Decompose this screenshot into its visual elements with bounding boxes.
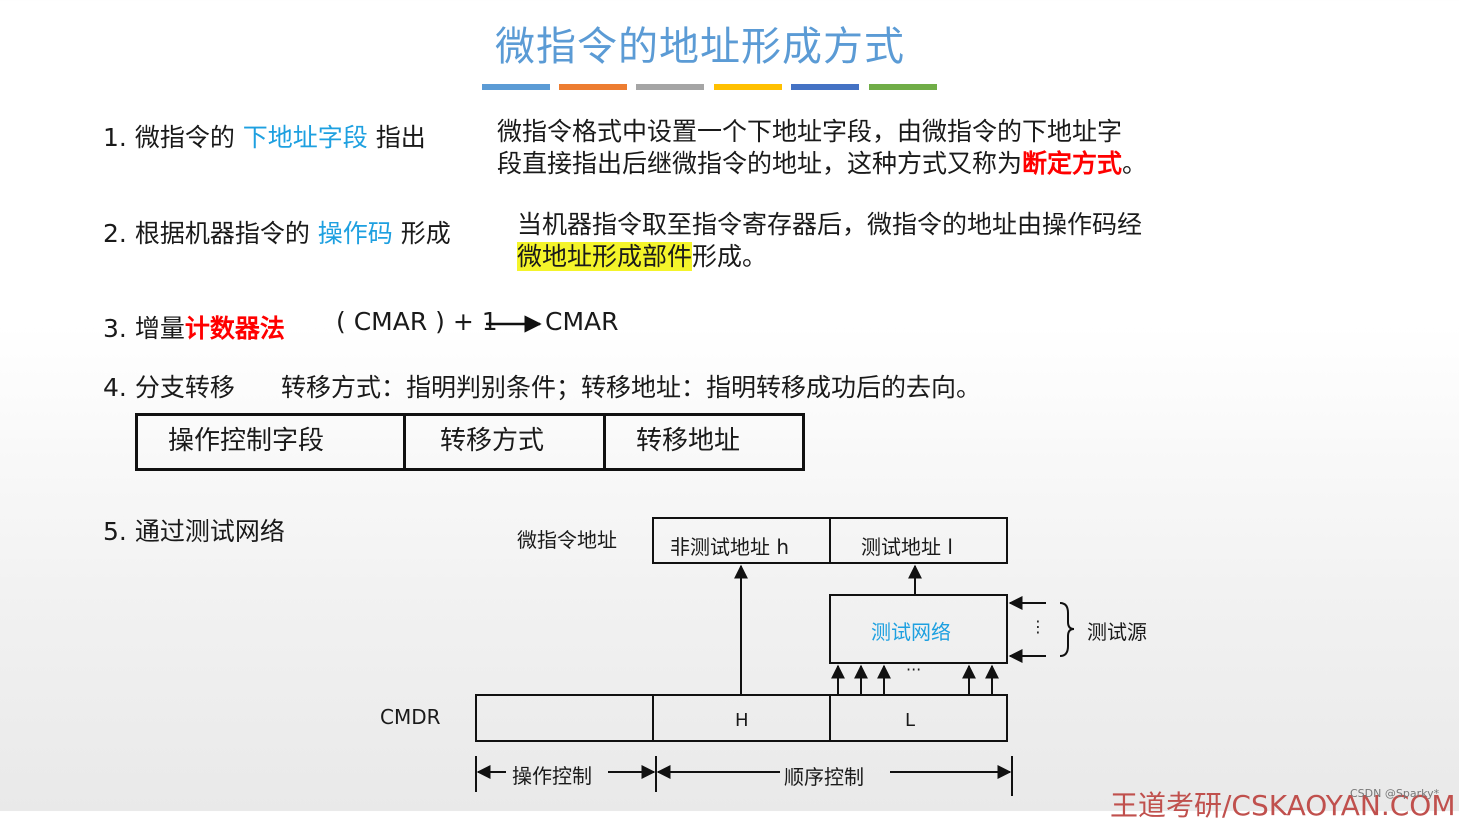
cmdr-h-text: H [735,710,749,731]
color-bar-5 [791,84,859,90]
item-3-formula-left: ( CMAR ) + 1 [336,307,498,336]
color-bar-1 [482,84,550,90]
non-test-addr-text: 非测试地址 h [670,535,790,559]
item-1-desc-line1: 微指令格式中设置一个下地址字段，由微指令的下地址字 [497,117,1123,146]
item-2-keyword: 操作码 [317,219,393,248]
cmdr-l-field: L [829,694,1008,742]
item-4-label: 分支转移 [134,373,235,402]
table-cell-op-control: 操作控制字段 [138,416,406,468]
input-dots: ··· [906,660,922,679]
seq-control-label: 顺序控制 [784,765,864,789]
color-bar-6 [869,84,937,90]
item-2-post: 形成 [400,219,451,248]
item-2-desc-line1: 当机器指令取至指令寄存器后，微指令的地址由操作码经 [517,210,1143,239]
test-network-box: 测试网络 [829,594,1008,664]
cmdr-op-field [475,694,654,742]
item-3-pre: 增量 [134,314,185,343]
test-addr-text: 测试地址 l [861,535,953,559]
item-2-desc-line2: 微地址形成部件形成。 [517,241,1142,273]
item-1-desc-red: 断定方式 [1022,149,1123,178]
watermark: CSDN @Sparky* [1350,787,1440,800]
item-4-heading: 4. 分支转移 [103,368,235,404]
table-cell-branch-mode: 转移方式 [406,416,606,468]
item-1-number: 1. [103,123,127,152]
item-5-heading: 5. 通过测试网络 [103,512,285,548]
item-3-heading: 3. 增量计数器法 [103,309,285,345]
cmdr-h-field: H [652,694,831,742]
item-1-post: 指出 [375,123,426,152]
page-title: 微指令的地址形成方式 [495,24,905,70]
item-2-desc-highlight: 微地址形成部件 [517,242,693,271]
item-1-keyword: 下地址字段 [242,123,368,152]
item-2-number: 2. [103,219,127,248]
table-cell-branch-addr: 转移地址 [636,426,741,456]
item-1-heading: 1. 微指令的 下地址字段 指出 [103,118,426,154]
item-5-number: 5. [103,517,127,546]
item-1-desc: 微指令格式中设置一个下地址字段，由微指令的下地址字 段直接指出后继微指令的地址，… [497,116,1147,180]
test-addr-box: 测试地址 l [829,517,1008,564]
item-3-keyword: 计数器法 [184,314,285,343]
test-source-label: 测试源 [1087,620,1147,644]
item-2-pre: 根据机器指令的 [134,219,310,248]
item-1-desc-end: 。 [1122,149,1148,178]
cmdr-label: CMDR [380,705,441,729]
test-network-text: 测试网络 [871,620,951,644]
item-1-desc-line2-text: 段直接指出后继微指令的地址，这种方式又称为 [497,149,1023,178]
item-4-number: 4. [103,373,127,402]
micro-addr-label: 微指令地址 [517,528,617,552]
color-bar-4 [714,84,782,90]
branch-format-table: 操作控制字段 转移方式 转移地址 [135,413,805,471]
item-2-heading: 2. 根据机器指令的 操作码 形成 [103,214,451,250]
item-3-number: 3. [103,314,127,343]
item-4-desc: 转移方式：指明判别条件；转移地址：指明转移成功后的去向。 [281,373,982,402]
color-bar-2 [559,84,627,90]
item-1-desc-line2: 段直接指出后继微指令的地址，这种方式又称为断定方式。 [497,148,1147,180]
non-test-addr-box: 非测试地址 h [652,517,831,564]
item-3-formula-right: CMAR [545,307,619,336]
item-1-pre: 微指令的 [134,123,235,152]
item-2-desc: 当机器指令取至指令寄存器后，微指令的地址由操作码经 微地址形成部件形成。 [517,209,1142,273]
color-bar-3 [636,84,704,90]
test-source-vdots: ⋮ [1030,617,1046,636]
cmdr-l-text: L [905,710,916,731]
item-5-label: 通过测试网络 [134,517,285,546]
item-2-desc-end: 形成。 [692,242,768,271]
op-control-label: 操作控制 [512,764,592,788]
